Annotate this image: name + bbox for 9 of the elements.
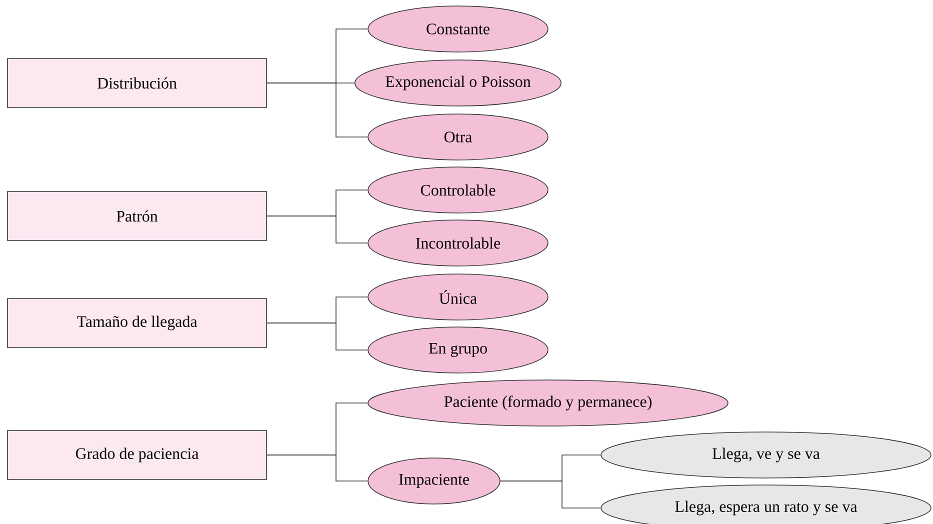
category-box: Patrón [7, 191, 267, 241]
connector-line [266, 82, 368, 138]
connector-line [266, 216, 368, 244]
connector-line [500, 480, 601, 508]
category-box: Distribución [7, 58, 267, 108]
connector-line [266, 322, 368, 350]
category-box: Grado de paciencia [7, 430, 267, 480]
connector-line [266, 454, 368, 482]
category-box: Tamaño de llegada [7, 298, 267, 348]
